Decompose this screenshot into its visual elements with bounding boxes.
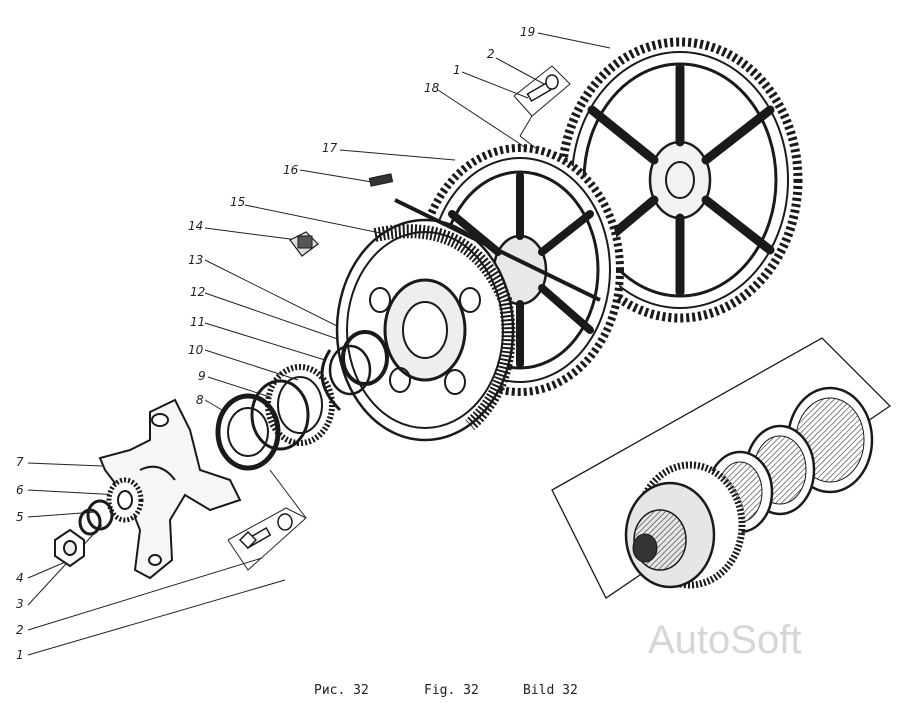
callout-7: 7 [16,455,24,469]
callout-6: 6 [16,483,24,497]
nut-14 [289,231,319,257]
callout-11: 11 [190,315,206,329]
callout-4: 4 [16,571,24,585]
callout-5: 5 [16,510,24,524]
bracket-7 [98,398,242,580]
callout-2-bottom: 2 [16,623,24,637]
caption-ru: Рис. 32 [314,683,369,698]
callout-15: 15 [230,195,246,209]
clutch-drum-15 [335,218,516,442]
callout-17: 17 [322,141,338,155]
leader-lines [27,32,611,656]
washers-3-5 [78,499,114,536]
pinion-6 [106,477,144,523]
callout-2-top: 2 [487,47,495,61]
bolt-top [526,74,559,102]
key-16 [368,173,394,187]
bolt-bottom [238,513,293,550]
nut-4 [54,528,85,568]
callout-10: 10 [188,343,204,357]
callout-9: 9 [198,369,206,383]
caption-en: Fig. 32 [424,683,479,698]
callout-8: 8 [196,393,204,407]
callout-14: 14 [188,219,204,233]
seal-8 [215,393,281,471]
inset-assembled-view [551,337,892,599]
callout-18: 18 [424,81,440,95]
callout-3: 3 [16,597,24,611]
watermark-autosoft: AutoSoft [648,618,802,662]
rod-18 [394,198,601,302]
callout-1-top: 1 [453,63,461,77]
bearing-9-10 [250,364,335,451]
callout-13: 13 [188,253,204,267]
caption-de: Bild 32 [523,683,578,698]
callout-19: 19 [520,25,536,39]
callout-16: 16 [283,163,299,177]
callout-12: 12 [190,285,206,299]
callout-1-bottom: 1 [16,648,24,662]
